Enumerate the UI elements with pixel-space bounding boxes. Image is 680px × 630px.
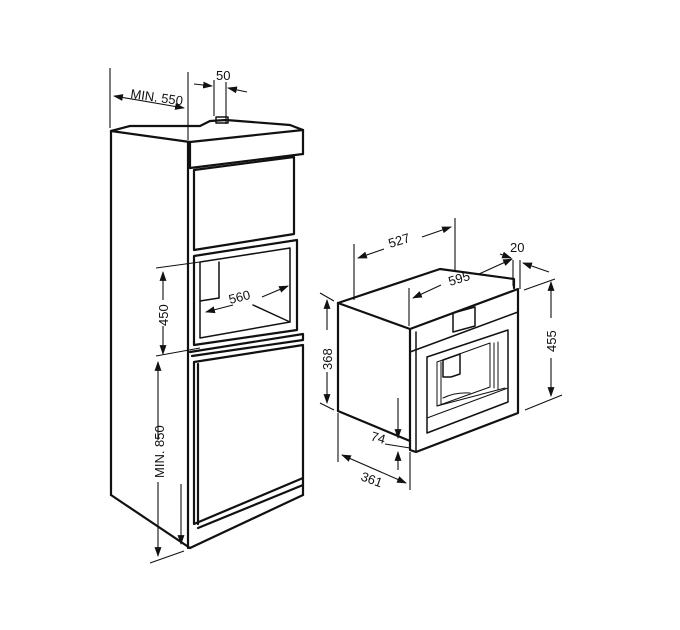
dim-rear-gap: 50 (216, 68, 230, 83)
dim-niche-width: 560 (227, 287, 252, 307)
dim-bottom-offset: 74 (369, 428, 387, 446)
cabinet-dimensions: MIN. 550 50 450 560 MIN. 850 (109, 68, 289, 564)
dim-front-thickness: 20 (510, 240, 524, 255)
dim-front-width: 595 (446, 268, 471, 289)
dim-niche-height: 450 (156, 304, 171, 326)
coffee-machine (336, 267, 520, 454)
dim-front-height: 455 (544, 330, 559, 352)
dim-body-height: 368 (320, 348, 335, 370)
dim-side-depth: 361 (359, 469, 385, 491)
dim-depth-min: MIN. 550 (130, 86, 184, 108)
dim-body-depth: 527 (386, 230, 411, 251)
dim-base-height-min: MIN. 850 (152, 425, 167, 478)
tall-cabinet (109, 116, 305, 550)
appliance-dimensions: 527 595 20 455 368 74 361 (319, 218, 563, 491)
